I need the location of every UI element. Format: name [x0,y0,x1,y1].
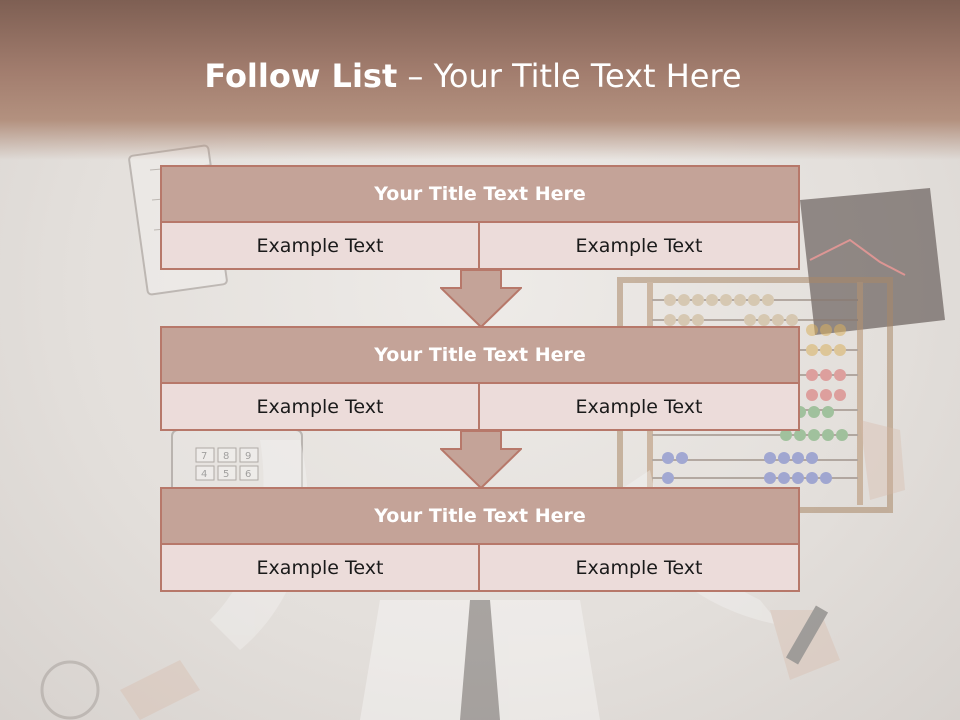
keypad-key: 6 [245,469,251,480]
step-2-left-text[interactable]: Example Text [162,384,480,429]
step-1-right-text[interactable]: Example Text [480,223,798,268]
keypad-key: 9 [245,451,251,462]
step-3-title[interactable]: Your Title Text Here [162,489,798,545]
slide-title-bold: Follow List [204,57,398,95]
down-arrow-icon [440,431,522,489]
step-box-3: Your Title Text Here Example Text Exampl… [160,487,800,592]
step-box-1: Your Title Text Here Example Text Exampl… [160,165,800,270]
step-2-right-text[interactable]: Example Text [480,384,798,429]
step-1-left-text[interactable]: Example Text [162,223,480,268]
slide-title-rest: – Your Title Text Here [397,57,742,95]
keypad-key: 7 [201,451,207,462]
keypad-key: 4 [201,469,207,480]
slide-title: Follow List – Your Title Text Here [0,52,946,100]
step-1-title[interactable]: Your Title Text Here [162,167,798,223]
step-3-left-text[interactable]: Example Text [162,545,480,590]
step-2-title[interactable]: Your Title Text Here [162,328,798,384]
down-arrow-icon [440,270,522,328]
keypad-key: 8 [223,451,229,462]
step-box-2: Your Title Text Here Example Text Exampl… [160,326,800,431]
step-3-right-text[interactable]: Example Text [480,545,798,590]
title-band [0,0,960,160]
keypad-key: 5 [223,469,229,480]
